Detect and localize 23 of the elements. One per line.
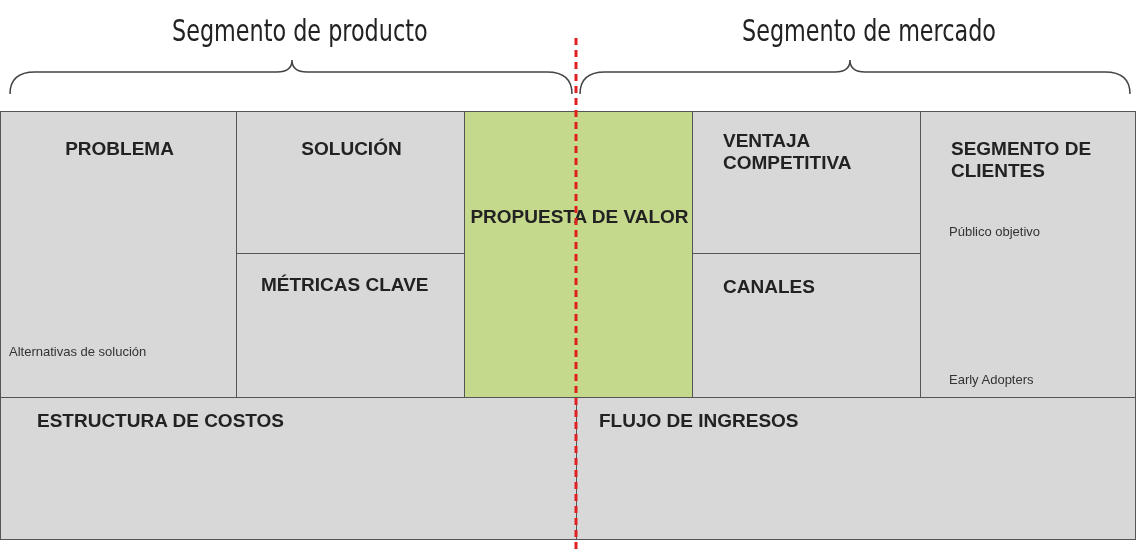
box-heading: ESTRUCTURA DE COSTOS <box>37 410 286 432</box>
canvas-box <box>0 397 577 540</box>
box-heading: PROPUESTA DE VALOR <box>469 206 690 228</box>
canvas-box <box>920 111 1136 398</box>
segment-heading: Segmento de mercado <box>742 12 996 48</box>
canvas-box <box>0 111 237 398</box>
canvas-box <box>576 397 1136 540</box>
canvas-box <box>236 253 465 398</box>
box-heading: FLUJO DE INGRESOS <box>599 410 800 432</box>
box-heading: SEGMENTO DE CLIENTES <box>951 138 1093 182</box>
box-heading: VENTAJA COMPETITIVA <box>723 130 853 174</box>
segment-heading: Segmento de producto <box>172 12 428 48</box>
box-note: Público objetivo <box>949 224 1042 240</box>
box-heading: PROBLEMA <box>64 138 175 160</box>
box-note: Early Adopters <box>949 372 1035 388</box>
box-note: Alternativas de solución <box>9 344 148 360</box>
canvas-box <box>692 111 921 254</box>
canvas-box <box>692 253 921 398</box>
canvas-box <box>236 111 465 254</box>
box-heading: SOLUCIÓN <box>300 138 403 160</box>
box-heading: MÉTRICAS CLAVE <box>261 274 430 296</box>
canvas-box <box>464 111 693 398</box>
box-heading: CANALES <box>723 276 816 298</box>
